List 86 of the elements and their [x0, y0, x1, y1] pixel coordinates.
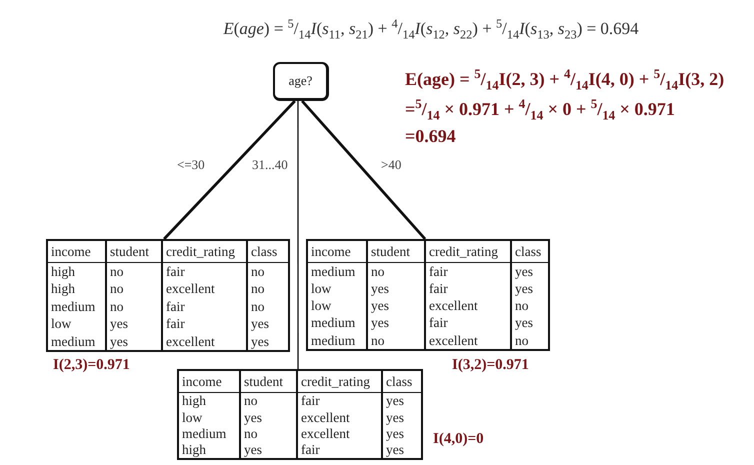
table-cell: fair: [426, 263, 512, 280]
table-cell-text: no: [250, 298, 266, 316]
table-cell: excellent: [163, 332, 248, 350]
table-cell: fair: [298, 393, 383, 410]
table-cell: medium: [308, 314, 368, 332]
table-cell: low: [308, 280, 368, 298]
table-cell: excellent: [298, 426, 383, 442]
column-header: student: [107, 241, 163, 263]
table-cell: fair: [426, 314, 512, 332]
table-cell-text: yes: [514, 314, 534, 332]
formula: =$^{5}$/$_{14}$ × 0.971 + $^{4}$/$_{14}$ × 0 + $^{5}$/$_{14}$ × 0.971: [405, 96, 675, 122]
table-cell: yes: [241, 409, 298, 426]
table-cell: fair: [163, 263, 248, 280]
formula: E(age) = $^{5}$/$_{14}$I(s$_{11}$, s$_{21}$) + $^{4}$/$_{14}$I(s$_{12}$, s$_{22}$) + $^{5}$/$_{14}$I(s$_{13}$, s$_{23}$) = 0.694: [223, 15, 639, 44]
column-header: credit_rating: [163, 241, 248, 263]
table-cell: no: [241, 426, 298, 442]
entropy-value: I(3,2)=0.971: [452, 357, 529, 374]
table-cell: no: [107, 298, 163, 316]
table-cell: no: [368, 332, 426, 349]
entropy-value: I(2,3)=0.971: [53, 357, 130, 374]
entropy-value: I(4,0)=0: [433, 431, 484, 448]
column-header: credit_rating: [426, 241, 512, 263]
table-cell: high: [179, 393, 241, 410]
table-cell-text: yes: [385, 426, 405, 442]
data-table: [46, 239, 290, 352]
table-cell: excellent: [426, 332, 512, 349]
table-cell: low: [308, 297, 368, 315]
table-cell: yes: [368, 314, 426, 332]
table-cell: no: [107, 280, 163, 298]
table-cell-text: no: [250, 280, 266, 298]
edge-label: 31...40: [252, 157, 288, 173]
table-cell: low: [179, 409, 241, 426]
table-cell: medium: [179, 426, 241, 442]
table-cell: medium: [48, 298, 107, 316]
table-cell-text: yes: [514, 280, 534, 298]
table-cell: excellent: [426, 297, 512, 315]
column-header: credit_rating: [298, 371, 383, 393]
branch-line: [297, 101, 299, 369]
branch-line: [163, 100, 296, 240]
table-cell-text: yes: [385, 442, 405, 458]
table-cell: fair: [163, 315, 248, 333]
column-header: income: [48, 241, 107, 263]
table-cell: fair: [426, 280, 512, 298]
data-table: [177, 369, 423, 460]
table-cell-text: no: [514, 332, 530, 349]
table-cell: excellent: [163, 280, 248, 298]
table-cell: no: [368, 263, 426, 280]
table-cell: fair: [298, 442, 383, 458]
branch-line: [301, 100, 426, 240]
table-cell-text: yes: [250, 332, 270, 350]
edge-label: >40: [381, 157, 402, 173]
table-cell: yes: [241, 442, 298, 458]
table-cell-text: yes: [385, 409, 405, 426]
table-cell: high: [48, 263, 107, 280]
table-cell-text: yes: [385, 393, 405, 410]
decision-box: [273, 62, 329, 101]
table-cell: yes: [368, 297, 426, 315]
table-cell: low: [48, 315, 107, 333]
table-cell: fair: [163, 298, 248, 316]
column-header: income: [179, 371, 241, 393]
table-cell-text: yes: [514, 263, 534, 280]
table-cell-text: no: [250, 263, 266, 280]
table-cell: high: [179, 442, 241, 458]
table-cell: yes: [107, 332, 163, 350]
data-table: [306, 239, 550, 351]
table-cell-text: no: [514, 297, 530, 315]
table-cell: no: [107, 263, 163, 280]
column-header: student: [368, 241, 426, 263]
column-header: class: [512, 241, 548, 263]
table-cell: high: [48, 280, 107, 298]
table-cell: excellent: [298, 409, 383, 426]
node-label: age?: [288, 73, 312, 89]
table-cell: yes: [107, 315, 163, 333]
table-cell: yes: [368, 280, 426, 298]
formula: E(age) = $^{5}$/$_{14}$I(2, 3) + $^{4}$/$_{14}$I(4, 0) + $^{5}$/$_{14}$I(3, 2): [405, 66, 724, 92]
column-header: class: [248, 241, 288, 263]
table-cell: no: [241, 393, 298, 410]
table-cell: medium: [48, 332, 107, 350]
column-header: class: [383, 371, 421, 393]
column-header: income: [308, 241, 368, 263]
table-cell: medium: [308, 263, 368, 280]
formula: =0.694: [405, 125, 456, 148]
edge-label: <=30: [177, 157, 205, 173]
table-cell: medium: [308, 332, 368, 349]
table-cell-text: yes: [250, 315, 270, 333]
column-header: student: [241, 371, 298, 393]
